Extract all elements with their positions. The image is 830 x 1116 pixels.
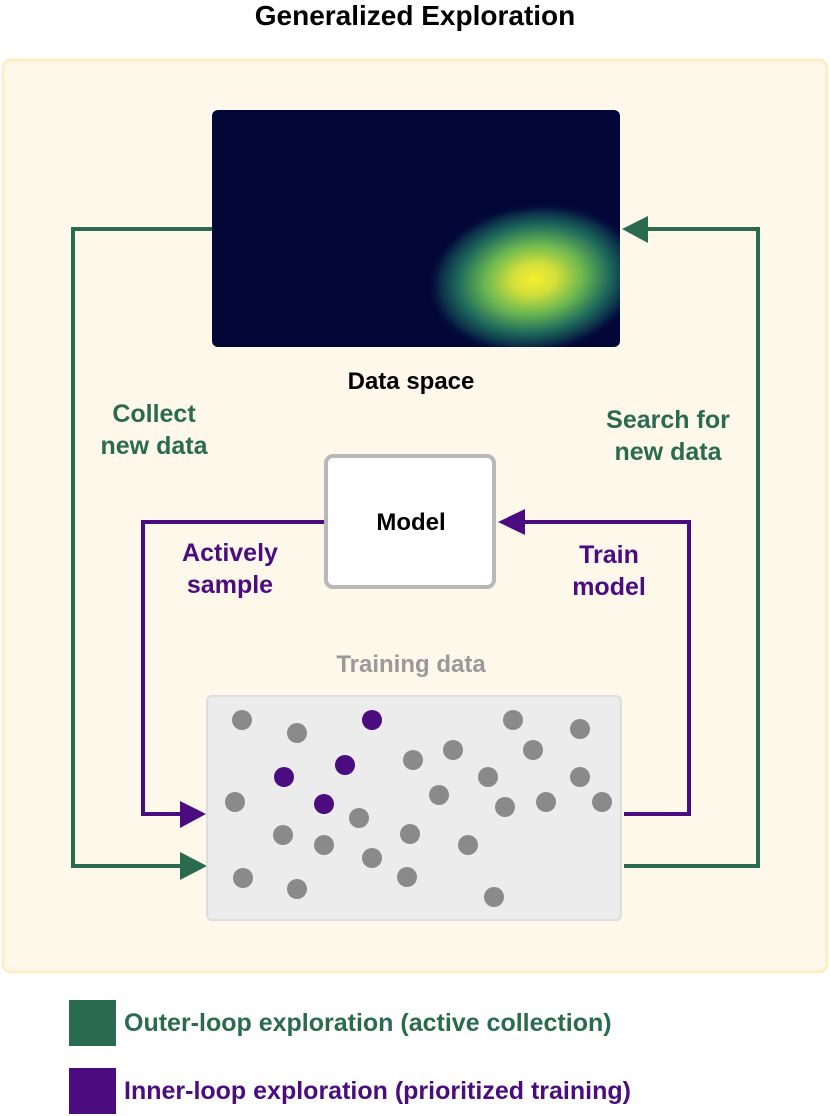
inner-loop-lines [141, 520, 691, 816]
sample-point [592, 792, 612, 812]
sample-point [349, 808, 369, 828]
training-data-label: Training data [336, 651, 486, 678]
prioritized-point [274, 767, 294, 787]
model-label: Model [376, 509, 445, 536]
legend-inner-label: Inner-loop exploration (prioritized trai… [124, 1076, 631, 1105]
sample-point [232, 710, 252, 730]
prioritized-point [362, 710, 382, 730]
sample-point [225, 792, 245, 812]
model-box [324, 454, 496, 589]
sample-point [495, 797, 515, 817]
gray-points [225, 710, 612, 907]
sample-point [429, 785, 449, 805]
collect-arrowhead [180, 852, 207, 880]
sample-point [233, 868, 253, 888]
search-label-1: Search for [606, 406, 730, 434]
sample-point [397, 867, 417, 887]
density-blob [426, 202, 620, 347]
sample-point [273, 825, 293, 845]
legend-inner-swatch [69, 1068, 116, 1114]
figure-title: Generalized Exploration [254, 0, 576, 31]
sample-point [484, 887, 504, 907]
actively-sample-arrowhead [180, 801, 206, 828]
legend-outer-swatch [69, 1000, 116, 1046]
sample-point [362, 848, 382, 868]
training-data-panel [206, 695, 622, 921]
collect-label-2: new data [101, 432, 209, 460]
collect-label-1: Collect [112, 400, 196, 428]
sample-point [287, 879, 307, 899]
sample-point [287, 723, 307, 743]
train-model-arrowhead [498, 509, 525, 535]
sample-point [536, 792, 556, 812]
sample-point [400, 824, 420, 844]
outer-loop-lines [71, 227, 760, 868]
sample-point [403, 750, 423, 770]
legend-outer-label: Outer-loop exploration (active collectio… [124, 1008, 612, 1037]
sample-point [503, 710, 523, 730]
actively-label-1: Actively [182, 539, 278, 567]
legend-outer: Outer-loop exploration (active collectio… [69, 1000, 612, 1046]
sample-point [570, 767, 590, 787]
search-label-2: new data [615, 438, 723, 466]
prioritized-point [314, 794, 334, 814]
sample-point [478, 767, 498, 787]
train-label-1: Train [579, 541, 639, 569]
legend-inner: Inner-loop exploration (prioritized trai… [69, 1068, 631, 1114]
actively-label-2: sample [187, 571, 273, 599]
data-space-label: Data space [348, 368, 475, 395]
sample-point [443, 740, 463, 760]
prioritized-points [274, 710, 382, 814]
sample-point [458, 835, 478, 855]
sample-point [523, 740, 543, 760]
sample-point [314, 835, 334, 855]
sample-point [570, 719, 590, 739]
prioritized-point [335, 755, 355, 775]
train-label-2: model [572, 573, 646, 601]
search-arrowhead [622, 216, 648, 243]
